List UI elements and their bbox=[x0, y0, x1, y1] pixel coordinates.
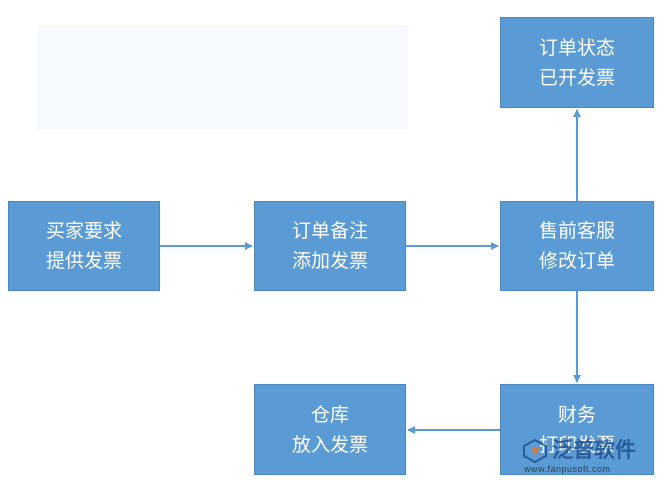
node-buyer-line1: 买家要求 bbox=[45, 220, 122, 242]
node-finance-line2: 打印发票 bbox=[538, 433, 615, 456]
node-presales-service: 售前客服 修改订单 bbox=[500, 201, 654, 291]
background-panel bbox=[38, 25, 408, 130]
node-order-note-line1: 订单备注 bbox=[291, 220, 368, 242]
node-order-note: 订单备注 添加发票 bbox=[254, 201, 406, 291]
watermark-name: 泛普软件 bbox=[552, 438, 636, 462]
watermark-url: www.fanpusoft.com bbox=[524, 464, 611, 474]
watermark: 泛普软件 www.fanpusoft.com bbox=[520, 436, 654, 476]
node-buyer-line2: 提供发票 bbox=[45, 250, 122, 272]
fanpu-logo-icon bbox=[523, 438, 547, 464]
node-order-status: 订单状态 已开发票 bbox=[500, 17, 654, 108]
node-buyer-request: 买家要求 提供发票 bbox=[8, 201, 160, 291]
node-order-note-line2: 添加发票 bbox=[291, 250, 368, 272]
node-order-status-line2: 已开发票 bbox=[538, 66, 615, 89]
node-order-status-line1: 订单状态 bbox=[538, 36, 615, 59]
node-warehouse-line1: 仓库 bbox=[310, 403, 349, 426]
node-warehouse: 仓库 放入发票 bbox=[254, 384, 406, 475]
node-presales-line2: 修改订单 bbox=[538, 250, 615, 272]
node-presales-line1: 售前客服 bbox=[538, 220, 615, 242]
node-finance-line1: 财务 bbox=[557, 403, 596, 426]
node-warehouse-line2: 放入发票 bbox=[291, 433, 368, 456]
node-finance: 财务 打印发票 bbox=[500, 384, 654, 475]
